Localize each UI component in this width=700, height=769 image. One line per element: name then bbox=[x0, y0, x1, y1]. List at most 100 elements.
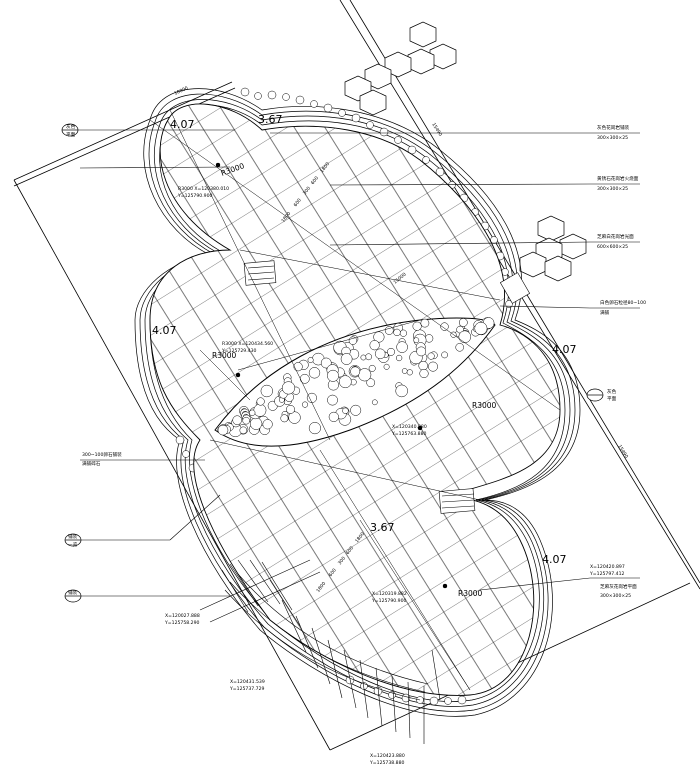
pebble bbox=[340, 353, 353, 365]
radius-label-bottom-right: R3000 bbox=[458, 589, 483, 598]
pebble bbox=[420, 318, 430, 328]
pebble bbox=[308, 422, 321, 435]
pebble bbox=[384, 326, 394, 335]
pebble bbox=[455, 343, 464, 352]
coord-middle-left-line1: R3000 X=120434.560 bbox=[222, 341, 273, 347]
pebble bbox=[365, 353, 372, 361]
callout-left-4-line1: 铺装 bbox=[68, 589, 78, 596]
pebble bbox=[440, 322, 449, 331]
pebble bbox=[288, 411, 301, 424]
elevation-top-center: 3.67 bbox=[258, 113, 283, 126]
callout-right-3-line2: 600×600×25 bbox=[597, 244, 628, 250]
pebble bbox=[328, 411, 339, 422]
pebble bbox=[360, 354, 367, 361]
pebble bbox=[419, 368, 429, 379]
pebble bbox=[249, 409, 256, 416]
central-pebble-bed bbox=[214, 317, 496, 447]
callout-right-6-line1: X=120420.897 bbox=[590, 564, 625, 570]
callout-right-1-line2: 300×300×25 bbox=[597, 135, 628, 141]
pebble bbox=[308, 367, 321, 379]
callout-bubbles bbox=[61, 123, 604, 603]
pebble bbox=[327, 394, 338, 406]
dim-chain-top-2: 600 bbox=[293, 197, 303, 208]
elevation-bottom-center: 3.67 bbox=[370, 521, 395, 534]
pebble bbox=[348, 336, 358, 345]
pebble bbox=[412, 321, 422, 331]
callout-right-2-line1: 黄锈石花岗岩火烧面 bbox=[597, 175, 639, 182]
pebble bbox=[474, 321, 488, 335]
callout-right-1-line1: 灰色花岗岩铺装 bbox=[597, 124, 630, 131]
coord-middle-left-line2: Y=125729.430 bbox=[221, 348, 256, 354]
construction-lines bbox=[149, 109, 561, 691]
pebble bbox=[260, 384, 273, 398]
radius-label-middle-right: R3000 bbox=[472, 401, 497, 410]
pebble bbox=[262, 419, 273, 430]
coord-middle-right-line2: Y=125790.900 bbox=[371, 598, 406, 604]
pebble bbox=[393, 328, 401, 337]
pebble bbox=[441, 351, 448, 359]
dim-chain-bottom-2: 600 bbox=[328, 567, 338, 578]
coord-left-lower-2-line2: Y=125737.729 bbox=[229, 686, 264, 692]
pebble bbox=[458, 318, 468, 327]
pebble bbox=[217, 424, 229, 436]
callout-right-7-line1: 芝麻灰花岗岩平面 bbox=[600, 583, 637, 590]
coord-left-lower-1-line1: X=120027.888 bbox=[165, 613, 200, 619]
callout-right-5-line1: 灰色 bbox=[607, 388, 617, 395]
pebble bbox=[350, 366, 361, 377]
dim-chain-bottom-5: 1800 bbox=[354, 531, 366, 544]
hexagon-stepping-stones bbox=[344, 21, 587, 282]
coord-center-right-line1: X=120340.880 bbox=[392, 424, 427, 430]
pebble bbox=[307, 357, 314, 364]
pebble bbox=[399, 329, 407, 337]
coord-left-lower-2-line1: X=120431.539 bbox=[230, 679, 265, 685]
callout-right-4-line2: 满铺 bbox=[600, 309, 610, 316]
pebble bbox=[338, 375, 352, 389]
dim-chain-top-1: 1800 bbox=[280, 211, 292, 224]
dim-chain-bottom-3: 300 bbox=[337, 556, 347, 567]
callouts-right: 灰色花岗岩铺装 300×300×25 黄锈石花岗岩火烧面 300×300×25 … bbox=[589, 124, 646, 599]
pebble bbox=[239, 426, 248, 435]
leader-lines bbox=[75, 129, 640, 597]
pebble bbox=[387, 347, 395, 356]
pergola-structure bbox=[199, 559, 441, 744]
pebble bbox=[368, 364, 376, 372]
pebble bbox=[427, 352, 435, 360]
dim-chain-top-4: 600 bbox=[310, 175, 320, 186]
pebble bbox=[358, 368, 372, 382]
dim-chain-top: 1800 600 300 600 1800 bbox=[280, 161, 331, 224]
coord-top-left-line2: Y=125790.900 bbox=[177, 193, 212, 199]
dim-chain-bottom-1: 1800 bbox=[315, 581, 327, 594]
callout-right-6-line2: Y=125797.412 bbox=[589, 571, 624, 577]
pebble bbox=[299, 373, 310, 384]
callout-left-3-line1: 铺装 bbox=[68, 533, 78, 540]
pebble bbox=[306, 392, 317, 403]
pebble bbox=[293, 362, 303, 372]
callout-right-3-line1: 芝麻白花岗岩光面 bbox=[597, 233, 634, 240]
callouts-left: 灰色 平面 300~100卵石铺装 满铺碎石 铺装 一览 铺装 bbox=[66, 123, 122, 596]
callout-left-2-line1: 300~100卵石铺装 bbox=[82, 451, 122, 458]
pebble bbox=[374, 348, 386, 360]
pebble-lens bbox=[217, 317, 495, 438]
callout-right-5-line2: 平面 bbox=[607, 396, 617, 402]
pebble bbox=[256, 397, 265, 406]
boundary-dim-top-left: 10000 bbox=[173, 85, 189, 96]
pebble bbox=[395, 384, 408, 398]
callout-left-1-line1: 灰色 bbox=[66, 123, 76, 130]
pebble bbox=[416, 346, 427, 357]
pebble bbox=[350, 404, 362, 416]
boundary-dim-right-lower: 15490 bbox=[616, 444, 629, 460]
pebble bbox=[281, 381, 296, 395]
pebble bbox=[458, 330, 472, 344]
pebble bbox=[242, 416, 250, 425]
elevation-bottom-right: 4.07 bbox=[542, 553, 567, 566]
pebble bbox=[373, 331, 385, 343]
coord-left-lower-1-line2: Y=125758.290 bbox=[164, 620, 199, 626]
pebble bbox=[286, 404, 295, 414]
dim-chain-bottom: 1800 600 300 600 1800 bbox=[315, 531, 366, 594]
pebble bbox=[232, 415, 242, 425]
pebble bbox=[406, 369, 413, 376]
pebble bbox=[413, 337, 420, 344]
pebble bbox=[369, 340, 380, 351]
pebble bbox=[395, 354, 403, 362]
pebble bbox=[280, 414, 289, 423]
